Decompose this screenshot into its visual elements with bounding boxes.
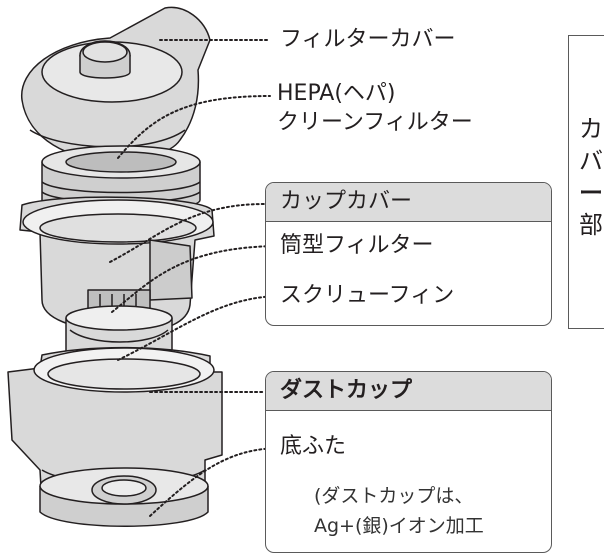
cup-cover-part	[19, 196, 215, 333]
cover-section-char-1: カ	[579, 115, 603, 143]
exploded-parts-illustration	[7, 6, 283, 527]
filter-cover-part	[21, 6, 211, 161]
label-cylinder-filter: 筒型フィルター	[280, 233, 434, 258]
cover-section-label: カ バ ー 部	[575, 113, 604, 241]
dust-cup-note-line1: (ダストカップは、	[314, 485, 474, 507]
dust-cup-title: ダストカップ	[266, 372, 551, 411]
leader-cup-cover	[109, 203, 266, 263]
leader-screw	[117, 295, 283, 361]
dust-cup-group-box: ダストカップ 底ふた (ダストカップは、 Ag+(銀)イオン加工	[265, 371, 552, 553]
label-bottom-lid: 底ふた	[280, 434, 347, 459]
label-hepa-line1: HEPA(ヘパ)	[277, 81, 396, 106]
leader-cylinder	[111, 245, 283, 313]
cover-section-char-3: ー	[579, 179, 603, 207]
cover-section-bracket	[568, 35, 604, 329]
label-filter-cover: フィルターカバー	[280, 27, 456, 52]
cup-cover-group-box: カップカバー 筒型フィルター スクリューフィン	[265, 182, 552, 326]
leader-hepa	[117, 95, 271, 159]
cover-section-char-4: 部	[579, 211, 603, 239]
cover-section-char-2: バ	[579, 147, 603, 175]
label-screw-fin: スクリューフィン	[280, 283, 455, 308]
bottom-lid-part	[39, 467, 209, 527]
dust-cup-note-line2: Ag+(銀)イオン加工	[314, 515, 484, 537]
label-hepa-line2: クリーンフィルター	[277, 110, 473, 135]
cup-cover-title: カップカバー	[266, 183, 551, 222]
leader-bottom-lid	[149, 447, 283, 517]
